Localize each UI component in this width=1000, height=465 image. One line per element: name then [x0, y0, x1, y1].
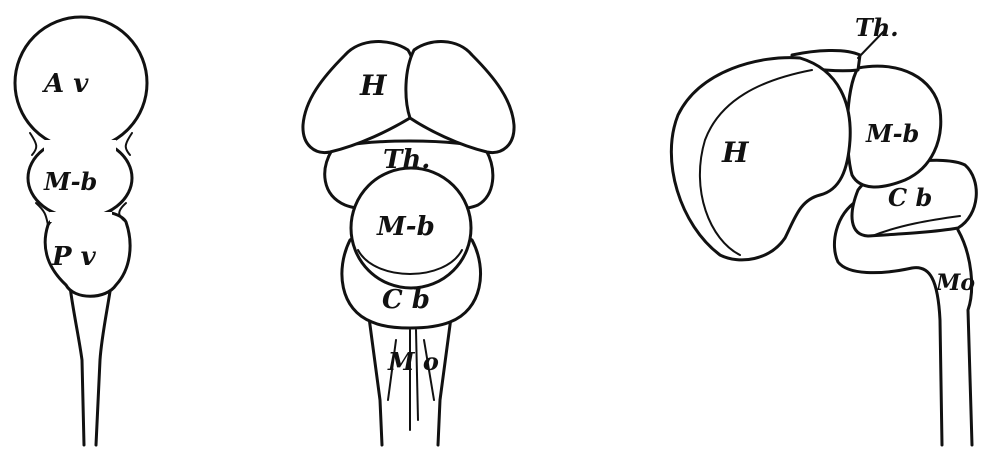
label-hemisphere-lateral: H: [721, 136, 750, 169]
label-medulla-dorsal: M o: [387, 347, 439, 376]
lateral-view-diagram: Th. H M-b C b Mo: [669, 13, 978, 447]
label-midbrain-dorsal: M-b: [376, 212, 435, 242]
early-vesicles-diagram: A v M-b P v: [13, 15, 149, 447]
medulla-stalk: [366, 308, 454, 447]
label-posterior-vesicle: P v: [51, 242, 97, 272]
label-thalamus-dorsal: Th.: [383, 145, 430, 175]
medulla-stem: [833, 198, 974, 447]
label-midbrain-lateral: M-b: [865, 119, 919, 148]
label-medulla-lateral: Mo: [935, 270, 975, 296]
label-cerebellum-dorsal: C b: [382, 285, 430, 315]
thalamus-pointer: [857, 29, 886, 59]
hemisphere-lateral: [669, 56, 852, 262]
label-thalamus-lateral: Th.: [855, 13, 899, 42]
label-midbrain: M-b: [43, 167, 97, 196]
label-anterior-vesicle: A v: [41, 69, 89, 99]
label-hemisphere-dorsal: H: [359, 69, 388, 102]
label-cerebellum-lateral: C b: [888, 183, 932, 212]
dorsal-view-diagram: H Th. M-b C b M o: [301, 40, 516, 447]
midbrain-dorsal: [349, 166, 473, 290]
right-hemisphere: [404, 40, 516, 155]
